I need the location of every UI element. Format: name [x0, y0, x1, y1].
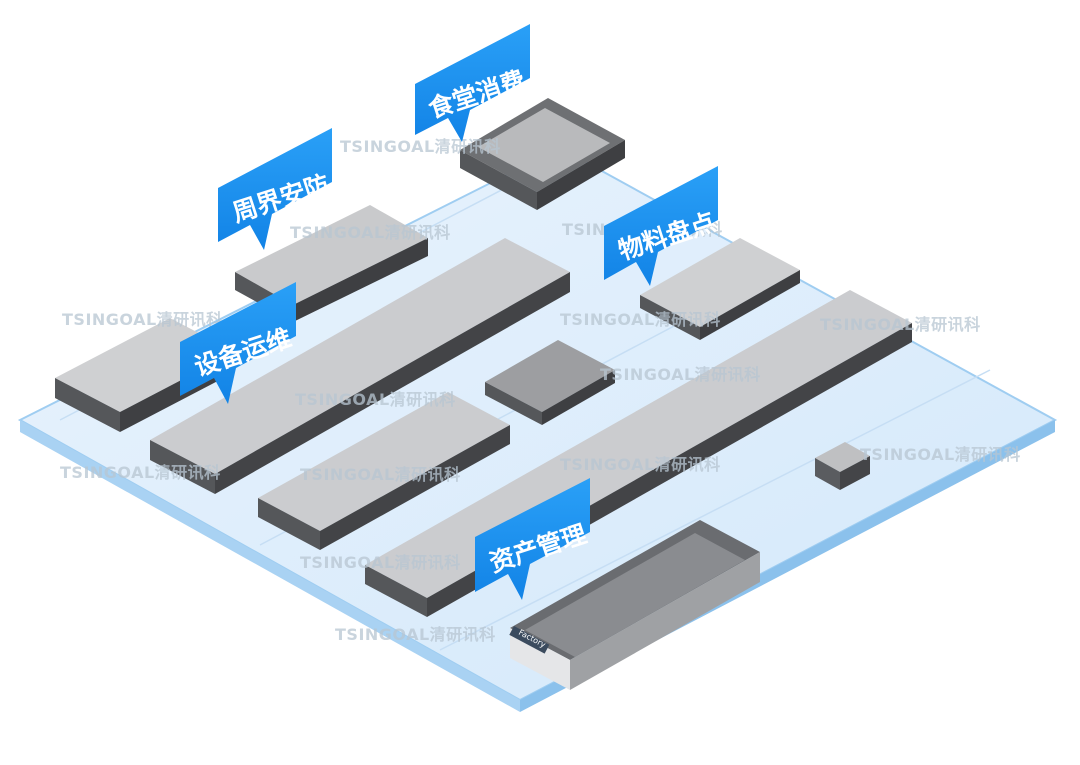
office-factory-building — [509, 520, 760, 690]
watermark-text: TSINGOAL清研讯科 — [335, 625, 496, 644]
platform — [17, 146, 1058, 712]
warehouse-long-b — [258, 392, 510, 550]
watermark-text: TSINGOAL清研讯科 — [62, 310, 223, 329]
watermark-text: TSINGOAL清研讯科 — [560, 310, 721, 329]
watermark-text: TSINGOAL清研讯科 — [300, 465, 461, 484]
watermark-text: TSINGOAL清研讯科 — [60, 463, 221, 482]
watermark-text: TSINGOAL清研讯科 — [560, 455, 721, 474]
watermark-text: TSINGOAL清研讯科 — [820, 315, 981, 334]
watermark-text: TSINGOAL清研讯科 — [290, 223, 451, 242]
canteen-building — [460, 98, 625, 210]
watermark-text: TSINGOAL清研讯科 — [600, 365, 761, 384]
watermark-text: TSINGOAL清研讯科 — [300, 553, 461, 572]
security-gatehouse — [815, 442, 870, 490]
warehouse-long-a — [150, 238, 570, 494]
materials-warehouse — [640, 238, 800, 340]
greenhouse — [485, 340, 615, 425]
watermark-text: TSINGOAL清研讯科 — [295, 390, 456, 409]
watermark-text: TSINGOAL清研讯科 — [860, 445, 1021, 464]
watermark-text: TSINGOAL清研讯科 — [340, 137, 501, 156]
